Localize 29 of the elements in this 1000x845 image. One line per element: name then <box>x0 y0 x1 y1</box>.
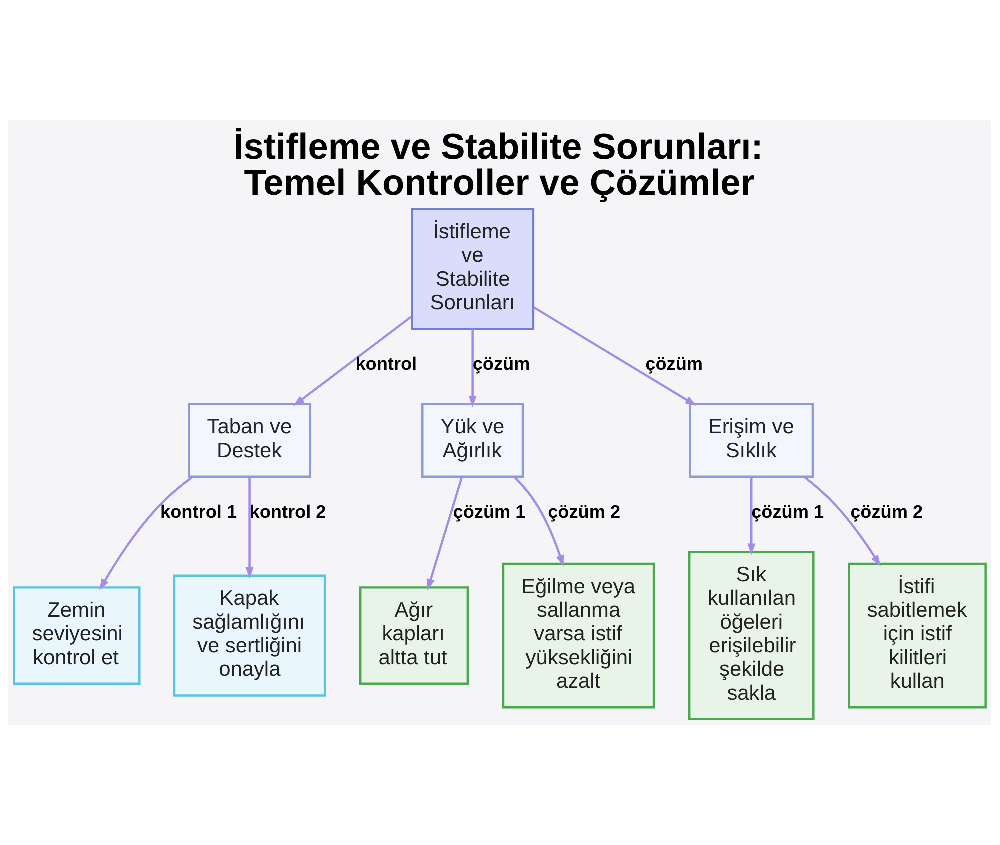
arrow <box>468 330 477 408</box>
node-box: Ağır kapları altta tut <box>359 586 470 685</box>
edge-label: kontrol 1 <box>160 502 238 522</box>
arrow <box>748 477 756 556</box>
arrow <box>533 306 697 406</box>
diagram-title: İstifleme ve Stabilite Sorunları: Temel Kontroller ve Çözümler <box>234 126 764 203</box>
arrow <box>293 316 413 406</box>
edge-label: çözüm <box>646 354 704 374</box>
arrow <box>100 476 194 590</box>
edge-label: çözüm 2 <box>850 502 924 522</box>
arrow <box>427 476 464 591</box>
edge-label: kontrol <box>356 354 418 374</box>
edge-label: çözüm 1 <box>752 502 824 522</box>
node-box: İstifleme ve Stabilite Sorunları <box>411 208 535 330</box>
edge-label: kontrol 2 <box>250 502 326 522</box>
node-box: Taban ve Destek <box>188 403 312 478</box>
node-box: Kapak sağlamlığını ve sertliğini onayla <box>173 574 326 697</box>
node-box: Eğilme veya sallanma varsa istif yüksekliğini azalt <box>502 562 656 709</box>
node-box: İstifi sabitlemek için istif kilitleri kullan <box>848 562 987 709</box>
node-box: Zemin seviyesini kontrol et <box>13 586 141 685</box>
arrow <box>804 476 881 567</box>
node-box: Sık kullanılan öğeleri erişilebilir şekilde sakla <box>688 551 815 721</box>
node-box: Yük ve Ağırlık <box>422 403 524 478</box>
arrow <box>246 477 254 579</box>
node-box: Erişim ve Sıklık <box>689 403 814 478</box>
edge-label: çözüm 2 <box>548 502 621 522</box>
edge-label: çözüm <box>472 354 530 374</box>
arrow <box>514 476 564 567</box>
edge-label: çözüm 1 <box>453 502 526 522</box>
